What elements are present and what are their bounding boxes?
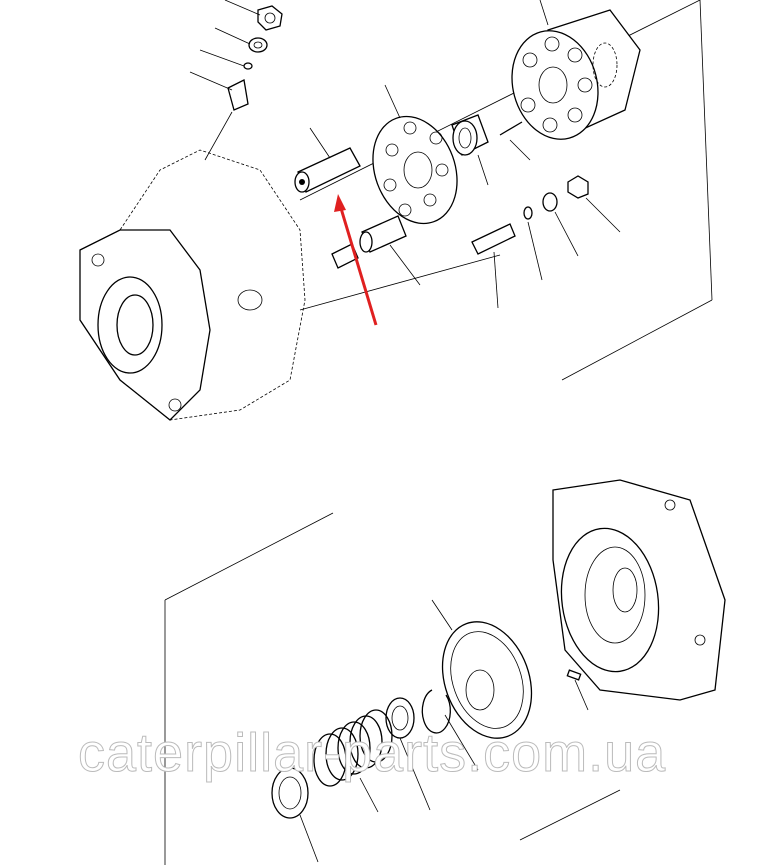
cylinder-block [511, 0, 641, 140]
spring [313, 709, 393, 813]
pin [499, 121, 531, 161]
plug-top [189, 71, 249, 161]
shim [271, 767, 319, 863]
stud [471, 223, 516, 309]
snap-ring [421, 689, 479, 771]
lower-frame [164, 512, 621, 865]
nut-right [567, 175, 621, 233]
piston [294, 127, 361, 193]
cover-housing [552, 479, 726, 701]
washer-lower [385, 697, 431, 811]
valve-plate-lower [431, 599, 533, 739]
washer-top [214, 27, 268, 53]
bearing [451, 114, 489, 186]
nut-top [224, 0, 283, 31]
watermark: caterpillar-parts.com.ua [77, 723, 667, 784]
valve-plate [372, 84, 458, 225]
upper-frame [299, 0, 713, 381]
oring-right [523, 206, 543, 281]
small-plug [331, 243, 359, 269]
oring-top [199, 49, 253, 70]
washer-right [542, 192, 579, 257]
sleeve [359, 215, 421, 286]
pump-housing [79, 149, 306, 421]
highlight-arrow [334, 194, 378, 326]
pin-lower [566, 669, 589, 711]
